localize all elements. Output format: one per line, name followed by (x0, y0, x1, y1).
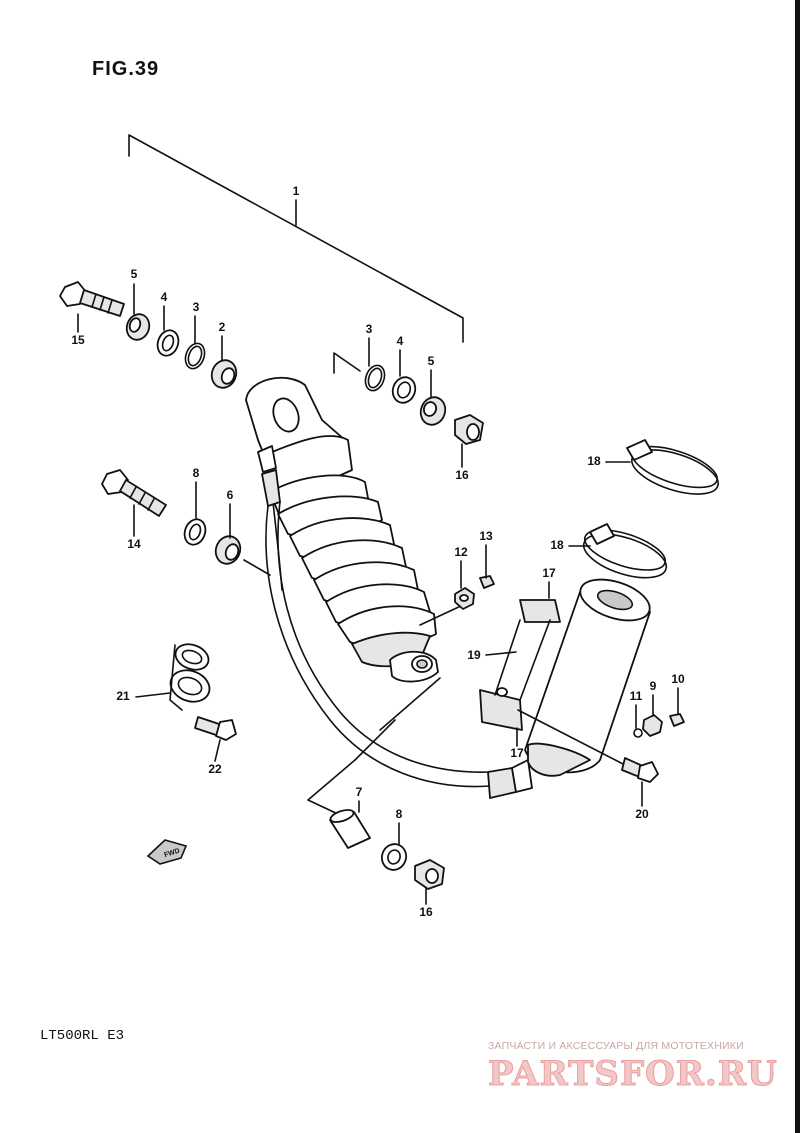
callout-1: 1 (293, 184, 300, 198)
callout-leaders (77, 283, 679, 905)
shock-absorber (245, 376, 439, 683)
callout-17-lower: 17 (510, 746, 524, 760)
callout-6: 6 (227, 488, 234, 502)
callout-8-lower: 8 (396, 807, 403, 821)
callout-14: 14 (127, 537, 141, 551)
callout-8-upper: 8 (193, 466, 200, 480)
callout-17-upper: 17 (542, 566, 556, 580)
callout-4-left: 4 (161, 290, 168, 304)
callout-13: 13 (479, 529, 493, 543)
callout-19: 19 (467, 648, 481, 662)
upper-left-bushings (125, 313, 238, 389)
gas-reservoir (479, 578, 651, 777)
callout-15: 15 (71, 333, 85, 347)
upper-mount-bolt (59, 281, 125, 317)
callout-3-left: 3 (193, 300, 200, 314)
callout-4-right: 4 (397, 334, 404, 348)
page-border-right (795, 0, 800, 1133)
callout-22: 22 (208, 762, 222, 776)
upper-right-bushings (333, 352, 484, 445)
hose-clamps (582, 439, 719, 579)
lower-left-bushings (183, 518, 271, 576)
callout-9: 9 (650, 679, 657, 693)
callout-20: 20 (635, 807, 649, 821)
callout-numbers: 1 2 3 3 4 4 5 5 6 7 8 8 9 10 11 12 13 14… (71, 184, 685, 919)
callout-10: 10 (671, 672, 685, 686)
watermark-logo: PARTSFOR.RU (488, 1054, 778, 1095)
forward-direction-arrow: FWD (146, 839, 188, 865)
reservoir-hose (257, 445, 533, 799)
leader-lines (307, 604, 464, 816)
callout-5-left: 5 (131, 267, 138, 281)
callout-16-lower: 16 (419, 905, 433, 919)
callout-7: 7 (356, 785, 363, 799)
fwd-label: FWD (163, 848, 180, 860)
assembly-bracket (128, 134, 464, 343)
lower-mount-bolt (101, 469, 167, 517)
callout-5-right: 5 (428, 354, 435, 368)
hose-clip-assembly (169, 643, 237, 741)
model-code: LT500RL E3 (40, 1028, 125, 1044)
callout-3-right: 3 (366, 322, 373, 336)
lower-collar-set (329, 809, 445, 890)
figure-title: FIG.39 (92, 58, 160, 80)
callout-12: 12 (454, 545, 468, 559)
callout-16-upper: 16 (455, 468, 469, 482)
watermark-caption: ЗАПЧАСТИ И АКСЕССУАРЫ ДЛЯ МОТОТЕХНИКИ (488, 1040, 744, 1052)
callout-18-upper: 18 (587, 454, 601, 468)
callout-18-lower: 18 (550, 538, 564, 552)
small-fasteners (454, 575, 685, 783)
callout-11: 11 (630, 689, 643, 703)
callout-2: 2 (219, 320, 226, 334)
callout-21: 21 (116, 689, 130, 703)
